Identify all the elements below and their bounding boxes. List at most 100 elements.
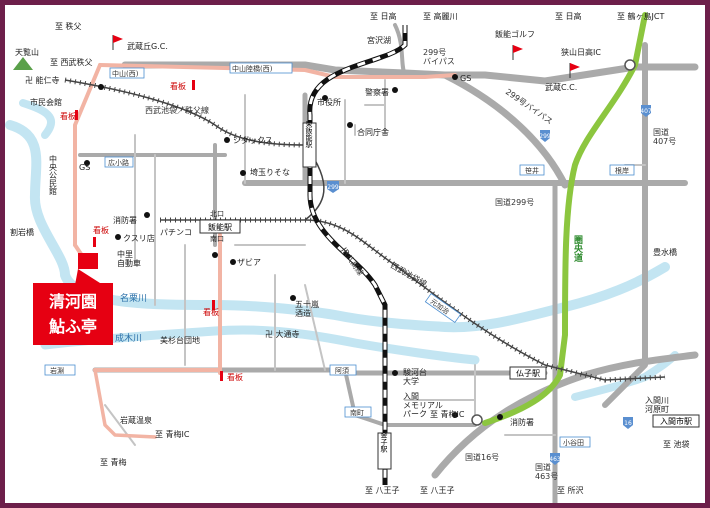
restaurant-name-top: 清河園 [49, 292, 97, 311]
place-label: 入間川河原町 [645, 396, 669, 414]
destination-label: 至 西武秩父 [50, 57, 93, 67]
place-label: 武蔵C.C. [545, 82, 577, 92]
kitaguchi-label: 北口 [210, 210, 224, 218]
intersection-boxes [44, 62, 635, 448]
place-label: 市役所 [317, 97, 341, 107]
golf-flag-icon [569, 63, 580, 78]
place-label: GS [79, 163, 90, 172]
road-label: 西武池袋／秩父線 [145, 105, 209, 115]
place-label: 消防署 [510, 417, 534, 427]
place-label: 消防署 [113, 215, 137, 225]
restaurant-name-bottom: 鮎ふ亭 [49, 317, 97, 336]
intersection-label: 根岸 [615, 166, 629, 175]
intersection-label: 南町 [350, 408, 364, 417]
route-shield-icon: 299 [327, 181, 339, 193]
place-label: 豊水橋 [653, 247, 677, 257]
place-label: 五十嵐酒造 [295, 299, 319, 318]
area-map: 清河園 鮎ふ亭 看板 看板 看板 看板 看板 [5, 5, 705, 503]
destination-label: 至 日高 [555, 11, 582, 21]
intersection-label: 中山陸橋(西) [232, 64, 273, 73]
golf-flag-icon [112, 35, 123, 50]
place-label: 狭山日高IC [561, 47, 601, 57]
place-label: 武蔵丘G.C. [127, 41, 168, 51]
destination-label: 至 青梅IC [155, 429, 190, 439]
restaurant-marker[interactable]: 清河園 鮎ふ亭 [33, 253, 113, 345]
intersection-label: 岩淵 [50, 366, 64, 375]
place-label: 市民会館 [30, 97, 62, 107]
stations: 飯能駅 北口 南口 東飯能駅 仏子駅 金子駅 入間市駅 [199, 119, 700, 470]
route-number: 299 [539, 133, 551, 140]
place-label: パチンコ [160, 228, 192, 237]
road-label: 西武池袋線 [389, 260, 429, 289]
place-label: ザビア [237, 258, 261, 267]
place-label: 岩蔵温泉 [120, 415, 152, 425]
route-number: 463 [549, 456, 561, 463]
road-label: 国道16号 [465, 452, 499, 462]
place-label: シダックス [233, 135, 273, 145]
signboards: 看板 看板 看板 看板 看板 [60, 80, 243, 382]
destination-label: 至 日高 [370, 11, 397, 21]
place-label: 卍 能仁寺 [25, 75, 60, 85]
intersection-label: 阿須 [335, 366, 349, 375]
road-label: 国道299号 [495, 197, 534, 207]
place-label: 飯能ゴルフ [495, 29, 535, 39]
destination-label: 至 青梅 [100, 457, 127, 467]
road-label: 299号バイパス [423, 48, 455, 66]
place-label: クスリ店 [123, 233, 155, 243]
golf-flag-icons [112, 35, 580, 78]
route-number: 407 [640, 108, 652, 115]
signboard-label: 看板 [170, 81, 186, 91]
road-label: JR八高線 [339, 245, 366, 278]
nagurigawa-label: 名栗川 [120, 292, 147, 304]
intersection-label: 中山(西) [112, 69, 139, 78]
destination-label: 至 池袋 [663, 439, 690, 449]
place-label: 中央公民館 [49, 154, 58, 196]
place-label: 警察署 [365, 87, 389, 97]
signboard-label: 看板 [227, 372, 243, 382]
hanno-station-label: 飯能駅 [208, 222, 232, 232]
place-label: 中里自動車 [117, 249, 141, 268]
busshi-station-label: 仏子駅 [516, 369, 540, 378]
kenodo-expressway [482, 12, 648, 426]
place-label: 埼玉りそな [250, 167, 290, 177]
irumashi-station-box[interactable] [652, 414, 700, 428]
naruki-label: 成木川 [115, 332, 142, 344]
place-label: 割岩橋 [10, 227, 34, 237]
poi-dots [84, 74, 503, 420]
destination-label: 至 所沢 [557, 485, 584, 495]
interchange-icon [471, 414, 483, 426]
place-label: GS [460, 74, 471, 83]
route-number: 16 [624, 420, 632, 427]
route-shield-icon: 463 [549, 453, 561, 465]
hanno-station-box[interactable] [199, 219, 241, 234]
place-label: 駿河台大学 [403, 367, 427, 386]
irumashi-station-label: 入間市駅 [660, 416, 692, 426]
destination-label: 至 秩父 [55, 21, 82, 31]
intersection-label: 小谷田 [563, 438, 584, 447]
place-label: 美杉台団地 [160, 335, 200, 345]
route-signs: 299 299 407 16 463 [327, 105, 652, 465]
place-label: 天覧山 [15, 47, 39, 57]
route-shield-icon: 299 [539, 130, 551, 142]
place-label: 卍 大通寺 [265, 329, 300, 339]
restaurant-location[interactable] [78, 253, 98, 269]
signboard-label: 看板 [93, 225, 109, 235]
kenodo-label: 圏央道 [572, 235, 583, 263]
destination-label: 至 八王子 [365, 486, 400, 495]
destination-label: 至 鶴ヶ島JCT [617, 11, 664, 21]
signboard-label: 看板 [203, 307, 219, 317]
place-label: 入間メモリアルパーク [403, 392, 443, 419]
route-shield-icon: 407 [640, 105, 652, 117]
busshi-station-box[interactable] [509, 366, 547, 380]
kaneko-station-box[interactable] [377, 432, 392, 470]
mountain-icon [13, 57, 33, 70]
restaurant-sign[interactable] [33, 283, 113, 345]
higashi-hanno-station-box[interactable] [302, 122, 317, 168]
route-number: 299 [327, 184, 339, 191]
place-labels: 天覧山 卍 能仁寺 市民会館 中央公民館 GS GS 割岩橋 消防署 クスリ店 … [10, 29, 677, 427]
interchange-icon [624, 59, 636, 71]
golf-flag-icon [512, 45, 523, 60]
